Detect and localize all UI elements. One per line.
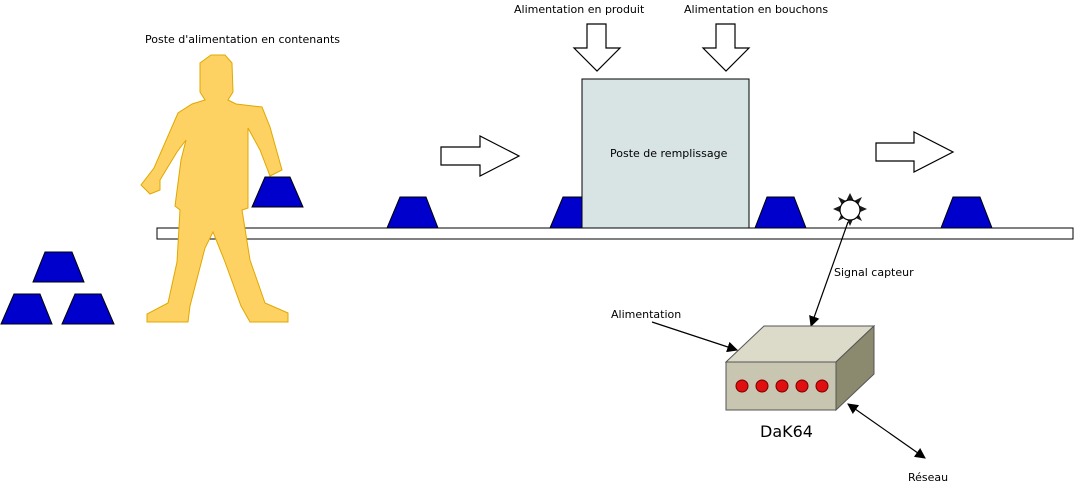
product-feed-label: Alimentation en produit: [514, 3, 645, 16]
container-belt-4: [940, 196, 993, 229]
filling-station-label: Poste de remplissage: [610, 147, 728, 160]
cap-feed-label: Alimentation en bouchons: [684, 3, 828, 16]
outline-arrow-icon: [875, 131, 955, 173]
power-line: [651, 321, 739, 353]
conveyor-belt: [156, 227, 1074, 240]
filling-station-box: [581, 78, 750, 229]
led-indicator: [775, 379, 789, 393]
outline-arrow-icon: [572, 23, 622, 72]
dak64-device: [724, 324, 876, 412]
network-label: Réseau: [908, 471, 948, 484]
person-silhouette-icon: [140, 54, 289, 323]
network-line: [847, 403, 926, 459]
container-belt-3: [754, 196, 807, 229]
led-indicator: [815, 379, 829, 393]
container-in-hand: [251, 176, 304, 208]
container-stack-right: [61, 293, 115, 325]
sensor-signal-line: [809, 221, 849, 328]
power-label: Alimentation: [611, 308, 681, 321]
led-indicator: [735, 379, 749, 393]
device-label: DaK64: [760, 422, 813, 441]
led-indicator: [795, 379, 809, 393]
outline-arrow-icon: [701, 23, 751, 72]
outline-arrow-icon: [440, 135, 521, 177]
container-belt-1: [386, 196, 439, 229]
container-stack-top: [32, 251, 85, 283]
led-indicator: [755, 379, 769, 393]
container-stack-left: [0, 293, 53, 325]
worker-station-label: Poste d'alimentation en contenants: [145, 33, 340, 46]
sensor-signal-label: Signal capteur: [834, 266, 914, 279]
light-sensor-icon: [833, 193, 867, 226]
